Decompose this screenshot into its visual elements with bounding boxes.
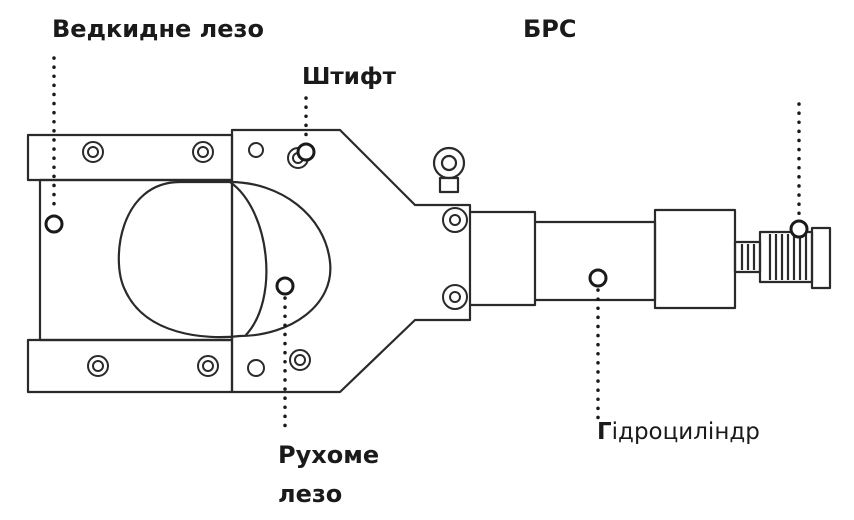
label-moving-blade-line1: Рухоме [278, 441, 380, 469]
blade-edge [229, 181, 268, 337]
marker-moving-blade [275, 276, 295, 296]
hole-lower [247, 359, 265, 377]
bolt-head-top [442, 207, 468, 233]
bolt-upper-left [82, 141, 104, 163]
head-plate [230, 128, 472, 394]
bolt-head-bottom [442, 284, 468, 310]
coupler-knurl [768, 234, 808, 280]
bolt-lower-mid [197, 355, 219, 377]
cylinder-body-3 [653, 208, 737, 310]
marker-coupler [789, 219, 809, 239]
blade-circle [117, 180, 332, 339]
marker-cylinder [588, 268, 608, 288]
lower-jaw-plate [26, 338, 234, 394]
label-pin: Штифт [302, 64, 397, 90]
eye-bolt-hole [440, 154, 458, 172]
label-moving-blade-line2: лезо [278, 480, 343, 508]
label-bps: БРС [523, 15, 577, 43]
label-cylinder: Гідроциліндр [597, 419, 760, 447]
coupler-ribs [740, 244, 756, 270]
label-fixed-blade: Ведкидне лезо [52, 15, 264, 43]
label-cylinder-initial: Г [597, 419, 612, 445]
eye-bolt-stem [438, 176, 460, 194]
marker-fixed-blade [44, 214, 64, 234]
cylinder-body-1 [470, 210, 537, 307]
bolt-lower-left [87, 355, 109, 377]
coupler-tip [810, 226, 832, 290]
bolt-upper-mid [192, 141, 214, 163]
label-cylinder-rest: ідроциліндр [611, 419, 760, 445]
bolt-plate-lower [289, 349, 311, 371]
eye-bolt-ring [432, 146, 466, 180]
marker-pin [296, 142, 316, 162]
jaw-frame [38, 178, 232, 342]
cylinder-body-2 [535, 220, 657, 302]
coupler-body [758, 230, 814, 284]
hole-upper [248, 142, 264, 158]
